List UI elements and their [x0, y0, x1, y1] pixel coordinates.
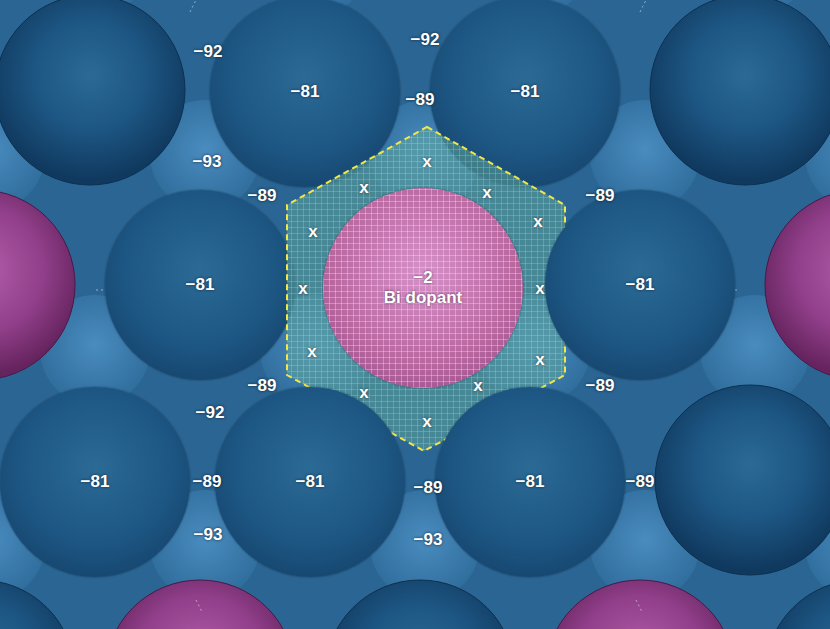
binding-energy: −81: [516, 472, 545, 492]
binding-energy: −93: [194, 525, 223, 545]
binding-energy: −81: [291, 82, 320, 102]
binding-energy: −89: [248, 376, 277, 396]
binding-energy: −89: [626, 472, 655, 492]
surface-atom: −81: [215, 387, 405, 577]
dopant-atom: −2Bi dopant: [323, 188, 523, 388]
site-mark: x: [359, 383, 368, 403]
surface-atom: −81: [105, 190, 295, 380]
binding-energy: −93: [414, 530, 443, 550]
site-mark: x: [482, 183, 491, 203]
site-mark: x: [535, 279, 544, 299]
site-mark: x: [298, 279, 307, 299]
binding-energy: −92: [194, 42, 223, 62]
site-mark: x: [308, 222, 317, 242]
site-mark: x: [535, 350, 544, 370]
surface-atom: −81: [545, 190, 735, 380]
site-mark: x: [422, 152, 431, 172]
binding-energy: −81: [511, 82, 540, 102]
binding-energy: −2: [413, 268, 432, 288]
binding-energy: −89: [586, 376, 615, 396]
surface-atom: −81: [0, 387, 190, 577]
binding-energy: −89: [193, 472, 222, 492]
binding-energy: −89: [406, 90, 435, 110]
site-mark: x: [307, 342, 316, 362]
binding-energy: −81: [81, 472, 110, 492]
binding-energy: −89: [414, 478, 443, 498]
surface-atom: −81: [435, 387, 625, 577]
binding-energy: −81: [296, 472, 325, 492]
binding-energy: −81: [626, 275, 655, 295]
binding-energy: −93: [193, 152, 222, 172]
atom-label: Bi dopant: [384, 288, 462, 308]
binding-energy: −92: [411, 30, 440, 50]
binding-energy: −92: [196, 403, 225, 423]
site-mark: x: [359, 178, 368, 198]
binding-energy: −89: [248, 186, 277, 206]
binding-energy: −89: [586, 186, 615, 206]
binding-energy: −81: [186, 275, 215, 295]
site-mark: x: [422, 412, 431, 432]
site-mark: x: [473, 376, 482, 396]
site-mark: x: [533, 212, 542, 232]
